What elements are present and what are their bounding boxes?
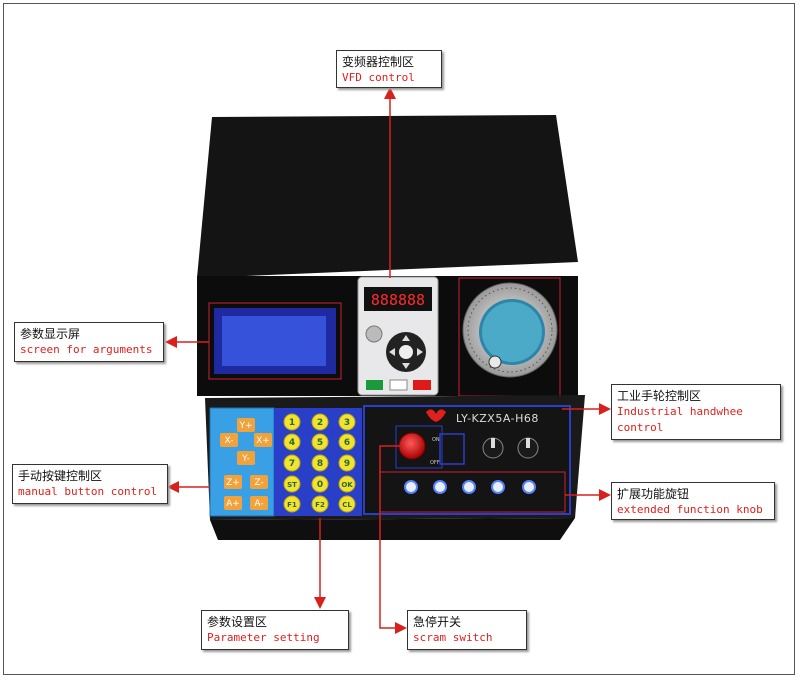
param-key-9[interactable] bbox=[338, 454, 356, 472]
svg-text:Y+: Y+ bbox=[238, 421, 252, 431]
callout-scram-zh: 急停开关 bbox=[413, 615, 462, 629]
manual-key-z-minus[interactable] bbox=[250, 475, 268, 489]
callout-params: 参数设置区 Parameter setting bbox=[201, 610, 349, 650]
param-key-label: 5 bbox=[317, 438, 323, 448]
param-key-cl[interactable] bbox=[338, 495, 356, 513]
param-key-8[interactable] bbox=[311, 454, 329, 472]
manual-key-x-plus[interactable] bbox=[254, 433, 272, 447]
arrow-scram bbox=[379, 445, 407, 634]
callout-manual-zh: 手动按键控制区 bbox=[18, 469, 103, 483]
param-key-7[interactable] bbox=[283, 454, 301, 472]
param-key-f1[interactable] bbox=[283, 495, 301, 513]
manual-keypad: Y+ X- X+ Y- Z+ Z- A+ A- bbox=[220, 418, 272, 510]
svg-text:888888: 888888 bbox=[371, 291, 425, 309]
param-key-label: 4 bbox=[289, 438, 295, 448]
svg-text:X+: X+ bbox=[256, 436, 270, 446]
callout-handwheel-zh: 工业手轮控制区 bbox=[617, 389, 702, 403]
vfd-reset-button[interactable] bbox=[389, 379, 408, 391]
callout-manual-en: manual button control bbox=[18, 485, 158, 498]
param-key-ok[interactable] bbox=[338, 475, 356, 493]
extended-knob-5[interactable] bbox=[522, 480, 536, 494]
callout-screen-en: screen for arguments bbox=[20, 343, 153, 356]
param-key-f2[interactable] bbox=[311, 495, 329, 513]
extended-function-knobs bbox=[404, 480, 536, 494]
param-key-label: 8 bbox=[317, 459, 323, 469]
vfd-stop-button[interactable] bbox=[413, 380, 431, 390]
model-number: LY-KZX5A-H68 bbox=[456, 412, 539, 425]
handwheel bbox=[458, 277, 561, 397]
param-key-label: 7 bbox=[289, 459, 295, 469]
param-key-6[interactable] bbox=[338, 433, 356, 451]
vfd-potentiometer-knob[interactable] bbox=[365, 325, 383, 343]
estop-off-label: OFF bbox=[430, 460, 440, 466]
callout-extended: 扩展功能旋钮 extended function knob bbox=[611, 482, 775, 520]
vfd-run-button[interactable] bbox=[366, 380, 383, 390]
callout-scram-en: scram switch bbox=[413, 631, 493, 644]
power-switch-frame bbox=[439, 433, 465, 465]
manual-key-x-minus[interactable] bbox=[220, 433, 238, 447]
callout-params-en: Parameter setting bbox=[207, 631, 320, 644]
svg-text:X-: X- bbox=[225, 436, 234, 446]
svg-text:Z+: Z+ bbox=[226, 478, 240, 488]
param-key-label: 1 bbox=[289, 418, 295, 428]
callout-arrows bbox=[165, 87, 611, 634]
param-key-st[interactable] bbox=[283, 475, 301, 493]
param-key-3[interactable] bbox=[338, 413, 356, 431]
param-key-5[interactable] bbox=[311, 433, 329, 451]
lcd-screen bbox=[208, 302, 342, 380]
extended-knob-3[interactable] bbox=[462, 480, 476, 494]
param-key-label: F2 bbox=[315, 501, 325, 509]
svg-text:Y-: Y- bbox=[241, 454, 250, 464]
param-key-label: 0 bbox=[317, 480, 323, 490]
brand-logo bbox=[426, 409, 446, 422]
callout-extended-en: extended function knob bbox=[617, 503, 763, 516]
manual-key-a-plus[interactable] bbox=[224, 496, 242, 510]
param-key-4[interactable] bbox=[283, 433, 301, 451]
manual-key-z-plus[interactable] bbox=[224, 475, 242, 489]
callout-vfd: 变频器控制区 VFD control bbox=[336, 50, 442, 88]
handwheel-grip[interactable] bbox=[488, 355, 502, 369]
callout-extended-zh: 扩展功能旋钮 bbox=[617, 487, 690, 501]
callout-vfd-zh: 变频器控制区 bbox=[342, 55, 415, 69]
param-key-label: 3 bbox=[344, 418, 350, 428]
param-key-1[interactable] bbox=[283, 413, 301, 431]
estop-on-label: ON bbox=[432, 437, 440, 443]
svg-text:A+: A+ bbox=[226, 499, 240, 509]
callout-vfd-en: VFD control bbox=[342, 71, 415, 84]
svg-text:Z-: Z- bbox=[254, 478, 263, 488]
extended-knob-4[interactable] bbox=[491, 480, 505, 494]
emergency-stop-button[interactable] bbox=[398, 432, 426, 460]
param-key-label: OK bbox=[341, 481, 353, 489]
manual-key-y-plus[interactable] bbox=[237, 418, 255, 432]
manual-key-a-minus[interactable] bbox=[250, 496, 268, 510]
vfd-unit: 888888 bbox=[357, 276, 439, 396]
param-key-2[interactable] bbox=[311, 413, 329, 431]
front-panel bbox=[205, 395, 585, 540]
callout-params-zh: 参数设置区 bbox=[207, 615, 268, 629]
callout-manual: 手动按键控制区 manual button control bbox=[12, 464, 168, 504]
svg-text:A-: A- bbox=[254, 499, 263, 509]
param-key-label: 2 bbox=[317, 418, 323, 428]
callout-screen: 参数显示屏 screen for arguments bbox=[14, 322, 164, 362]
extended-knob-2[interactable] bbox=[433, 480, 447, 494]
extended-knob-1[interactable] bbox=[404, 480, 418, 494]
param-key-label: ST bbox=[287, 481, 297, 489]
callout-screen-zh: 参数显示屏 bbox=[20, 327, 81, 341]
vfd-display-digits: 888888 bbox=[371, 291, 425, 309]
callout-scram: 急停开关 scram switch bbox=[407, 610, 527, 650]
param-key-label: F1 bbox=[287, 501, 297, 509]
figure-frame bbox=[3, 3, 795, 675]
param-key-label: 6 bbox=[344, 438, 350, 448]
parameter-keypad: 1 2 3 4 5 6 7 8 9ST 0 OK F1 F2 CL bbox=[283, 413, 356, 513]
param-key-label: CL bbox=[342, 501, 352, 509]
param-key-0[interactable] bbox=[311, 475, 329, 493]
manual-key-y-minus[interactable] bbox=[237, 451, 255, 465]
callout-handwheel-en: Industrial handwhee control bbox=[617, 405, 743, 434]
param-key-label: 9 bbox=[344, 459, 350, 469]
callout-handwheel: 工业手轮控制区 Industrial handwhee control bbox=[611, 384, 781, 440]
